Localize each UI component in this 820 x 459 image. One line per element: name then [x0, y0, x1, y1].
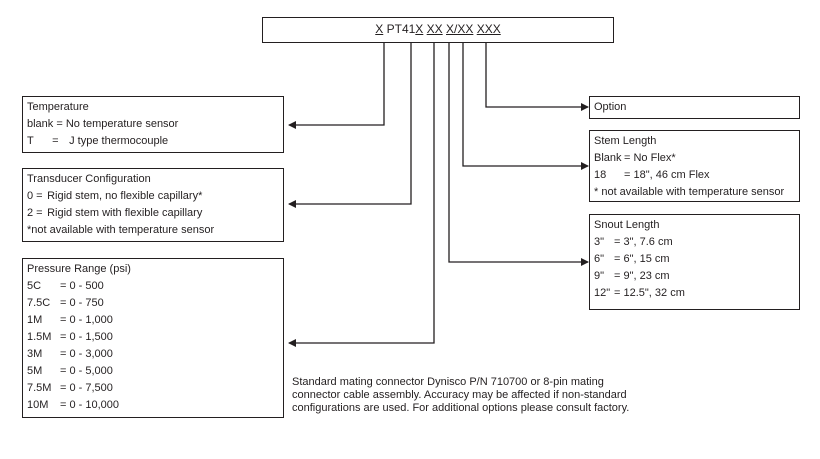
stem-title: Stem Length: [594, 135, 657, 147]
temperature-box: Temperature blank = No temperature senso…: [22, 96, 284, 153]
code-snout-stem: X/XX: [446, 22, 474, 36]
model-code-box: X PT41X XX X/XX XXX: [262, 17, 614, 43]
code-transducer: X: [415, 22, 424, 36]
pressure-row: 1M= 0 - 1,000: [27, 314, 113, 326]
snout-box: Snout Length 3"= 3", 7.6 cm 6"= 6", 15 c…: [589, 214, 800, 310]
snout-title: Snout Length: [594, 219, 660, 231]
stem-row: Blank= No Flex*: [594, 152, 676, 164]
snout-row: 9"= 9", 23 cm: [594, 270, 670, 282]
code-option: XXX: [476, 22, 501, 36]
pressure-row: 5M= 0 - 5,000: [27, 365, 113, 377]
snout-row: 3"= 3", 7.6 cm: [594, 236, 673, 248]
code-temperature: X: [375, 22, 384, 36]
pressure-box: Pressure Range (psi) 5C= 0 - 500 7.5C= 0…: [22, 258, 284, 418]
code-pressure: XX: [426, 22, 443, 36]
pressure-title: Pressure Range (psi): [27, 263, 131, 275]
stem-box: Stem Length Blank= No Flex* 18= 18", 46 …: [589, 130, 800, 202]
pressure-row: 3M= 0 - 3,000: [27, 348, 113, 360]
transducer-connector: [288, 43, 412, 208]
option-box: Option: [589, 96, 800, 119]
snout-row: 12"= 12.5", 32 cm: [594, 287, 685, 299]
transducer-row: 2 = Rigid stem with flexible capillary: [27, 207, 203, 219]
transducer-note: *not available with temperature sensor: [27, 224, 215, 236]
transducer-box: Transducer Configuration 0 = Rigid stem,…: [22, 168, 284, 242]
temperature-row: T = J type thermocouple: [27, 135, 169, 147]
pressure-row: 1.5M= 0 - 1,500: [27, 331, 113, 343]
snout-connector: [448, 43, 589, 266]
temperature-title: Temperature: [27, 101, 89, 113]
pressure-row: 10M= 0 - 10,000: [27, 399, 120, 411]
pressure-row: 7.5C= 0 - 750: [27, 297, 104, 309]
stem-note: * not available with temperature sensor: [594, 186, 785, 198]
stem-connector: [462, 43, 589, 170]
footnote: Standard mating connector Dynisco P/N 71…: [292, 376, 630, 414]
temperature-row: blank = No temperature sensor: [27, 118, 179, 130]
temperature-connector: [288, 43, 385, 129]
code-base: PT41: [386, 22, 416, 36]
option-connector: [485, 43, 589, 111]
snout-row: 6"= 6", 15 cm: [594, 253, 670, 265]
option-title: Option: [594, 101, 627, 113]
pressure-connector: [288, 43, 435, 347]
transducer-title: Transducer Configuration: [27, 173, 151, 185]
transducer-row: 0 = Rigid stem, no flexible capillary*: [27, 190, 203, 202]
stem-row: 18= 18", 46 cm Flex: [594, 169, 710, 181]
pressure-row: 7.5M= 0 - 7,500: [27, 382, 113, 394]
pressure-row: 5C= 0 - 500: [27, 280, 104, 292]
